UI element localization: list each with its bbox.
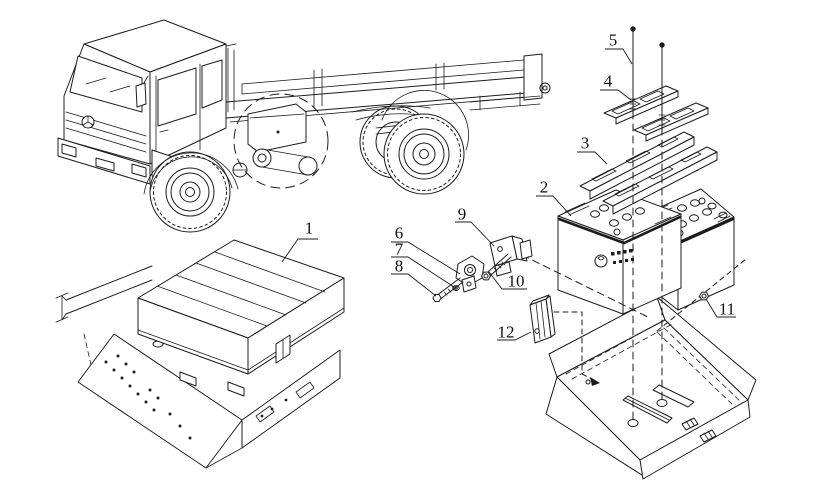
tray-slot bbox=[653, 385, 694, 407]
battery-box-cover bbox=[138, 240, 344, 396]
callout-3: 3 bbox=[580, 133, 590, 153]
callout-12: 12 bbox=[497, 322, 515, 342]
tray-clips bbox=[682, 418, 716, 442]
terminal-clamp-6 bbox=[456, 256, 484, 292]
callout-5: 5 bbox=[608, 30, 618, 50]
callout-7: 7 bbox=[394, 239, 404, 259]
bracket-9 bbox=[490, 236, 532, 276]
cover-ribs bbox=[157, 252, 325, 326]
truck-front-wheel bbox=[144, 152, 238, 232]
mounting-holes bbox=[104, 354, 288, 440]
battery-location-callout-circle bbox=[234, 94, 328, 188]
mirror bbox=[136, 83, 146, 107]
tie-rod-a bbox=[630, 26, 636, 112]
truck-rear-crossmember bbox=[470, 54, 550, 110]
door-window bbox=[158, 68, 196, 126]
callout-2: 2 bbox=[539, 177, 549, 197]
callout-6: 6 bbox=[394, 223, 404, 243]
installed-battery-box-assembly bbox=[56, 240, 344, 468]
battery-box-support bbox=[78, 334, 340, 468]
holddown-frame-b bbox=[603, 147, 717, 214]
callout-9: 9 bbox=[457, 204, 467, 224]
assembly-dashed-lines bbox=[522, 112, 746, 427]
windshield bbox=[70, 56, 142, 112]
battery-left bbox=[558, 190, 681, 314]
truck-rear-wheel-near bbox=[382, 90, 469, 194]
rear-side-window bbox=[202, 60, 222, 108]
long-bolt-8 bbox=[433, 278, 463, 302]
callout-10: 10 bbox=[507, 271, 525, 291]
callout-1: 1 bbox=[304, 218, 314, 238]
short-bolt-10 bbox=[482, 254, 512, 280]
callout-4: 4 bbox=[603, 71, 613, 91]
truck-mounted-battery-box bbox=[233, 104, 317, 177]
truck-brand-emblem-icon bbox=[82, 116, 94, 128]
callout-11: 11 bbox=[718, 299, 736, 319]
nut-11 bbox=[700, 292, 709, 300]
callout-8: 8 bbox=[394, 256, 404, 276]
truck-illustration bbox=[58, 20, 550, 232]
holddown-frame-a bbox=[580, 132, 694, 199]
callout-leader-lines bbox=[282, 49, 736, 340]
tie-rod-b bbox=[659, 42, 665, 128]
spacer-block-12 bbox=[530, 295, 555, 343]
truck-cab bbox=[58, 20, 236, 184]
battery-tray bbox=[546, 297, 756, 479]
